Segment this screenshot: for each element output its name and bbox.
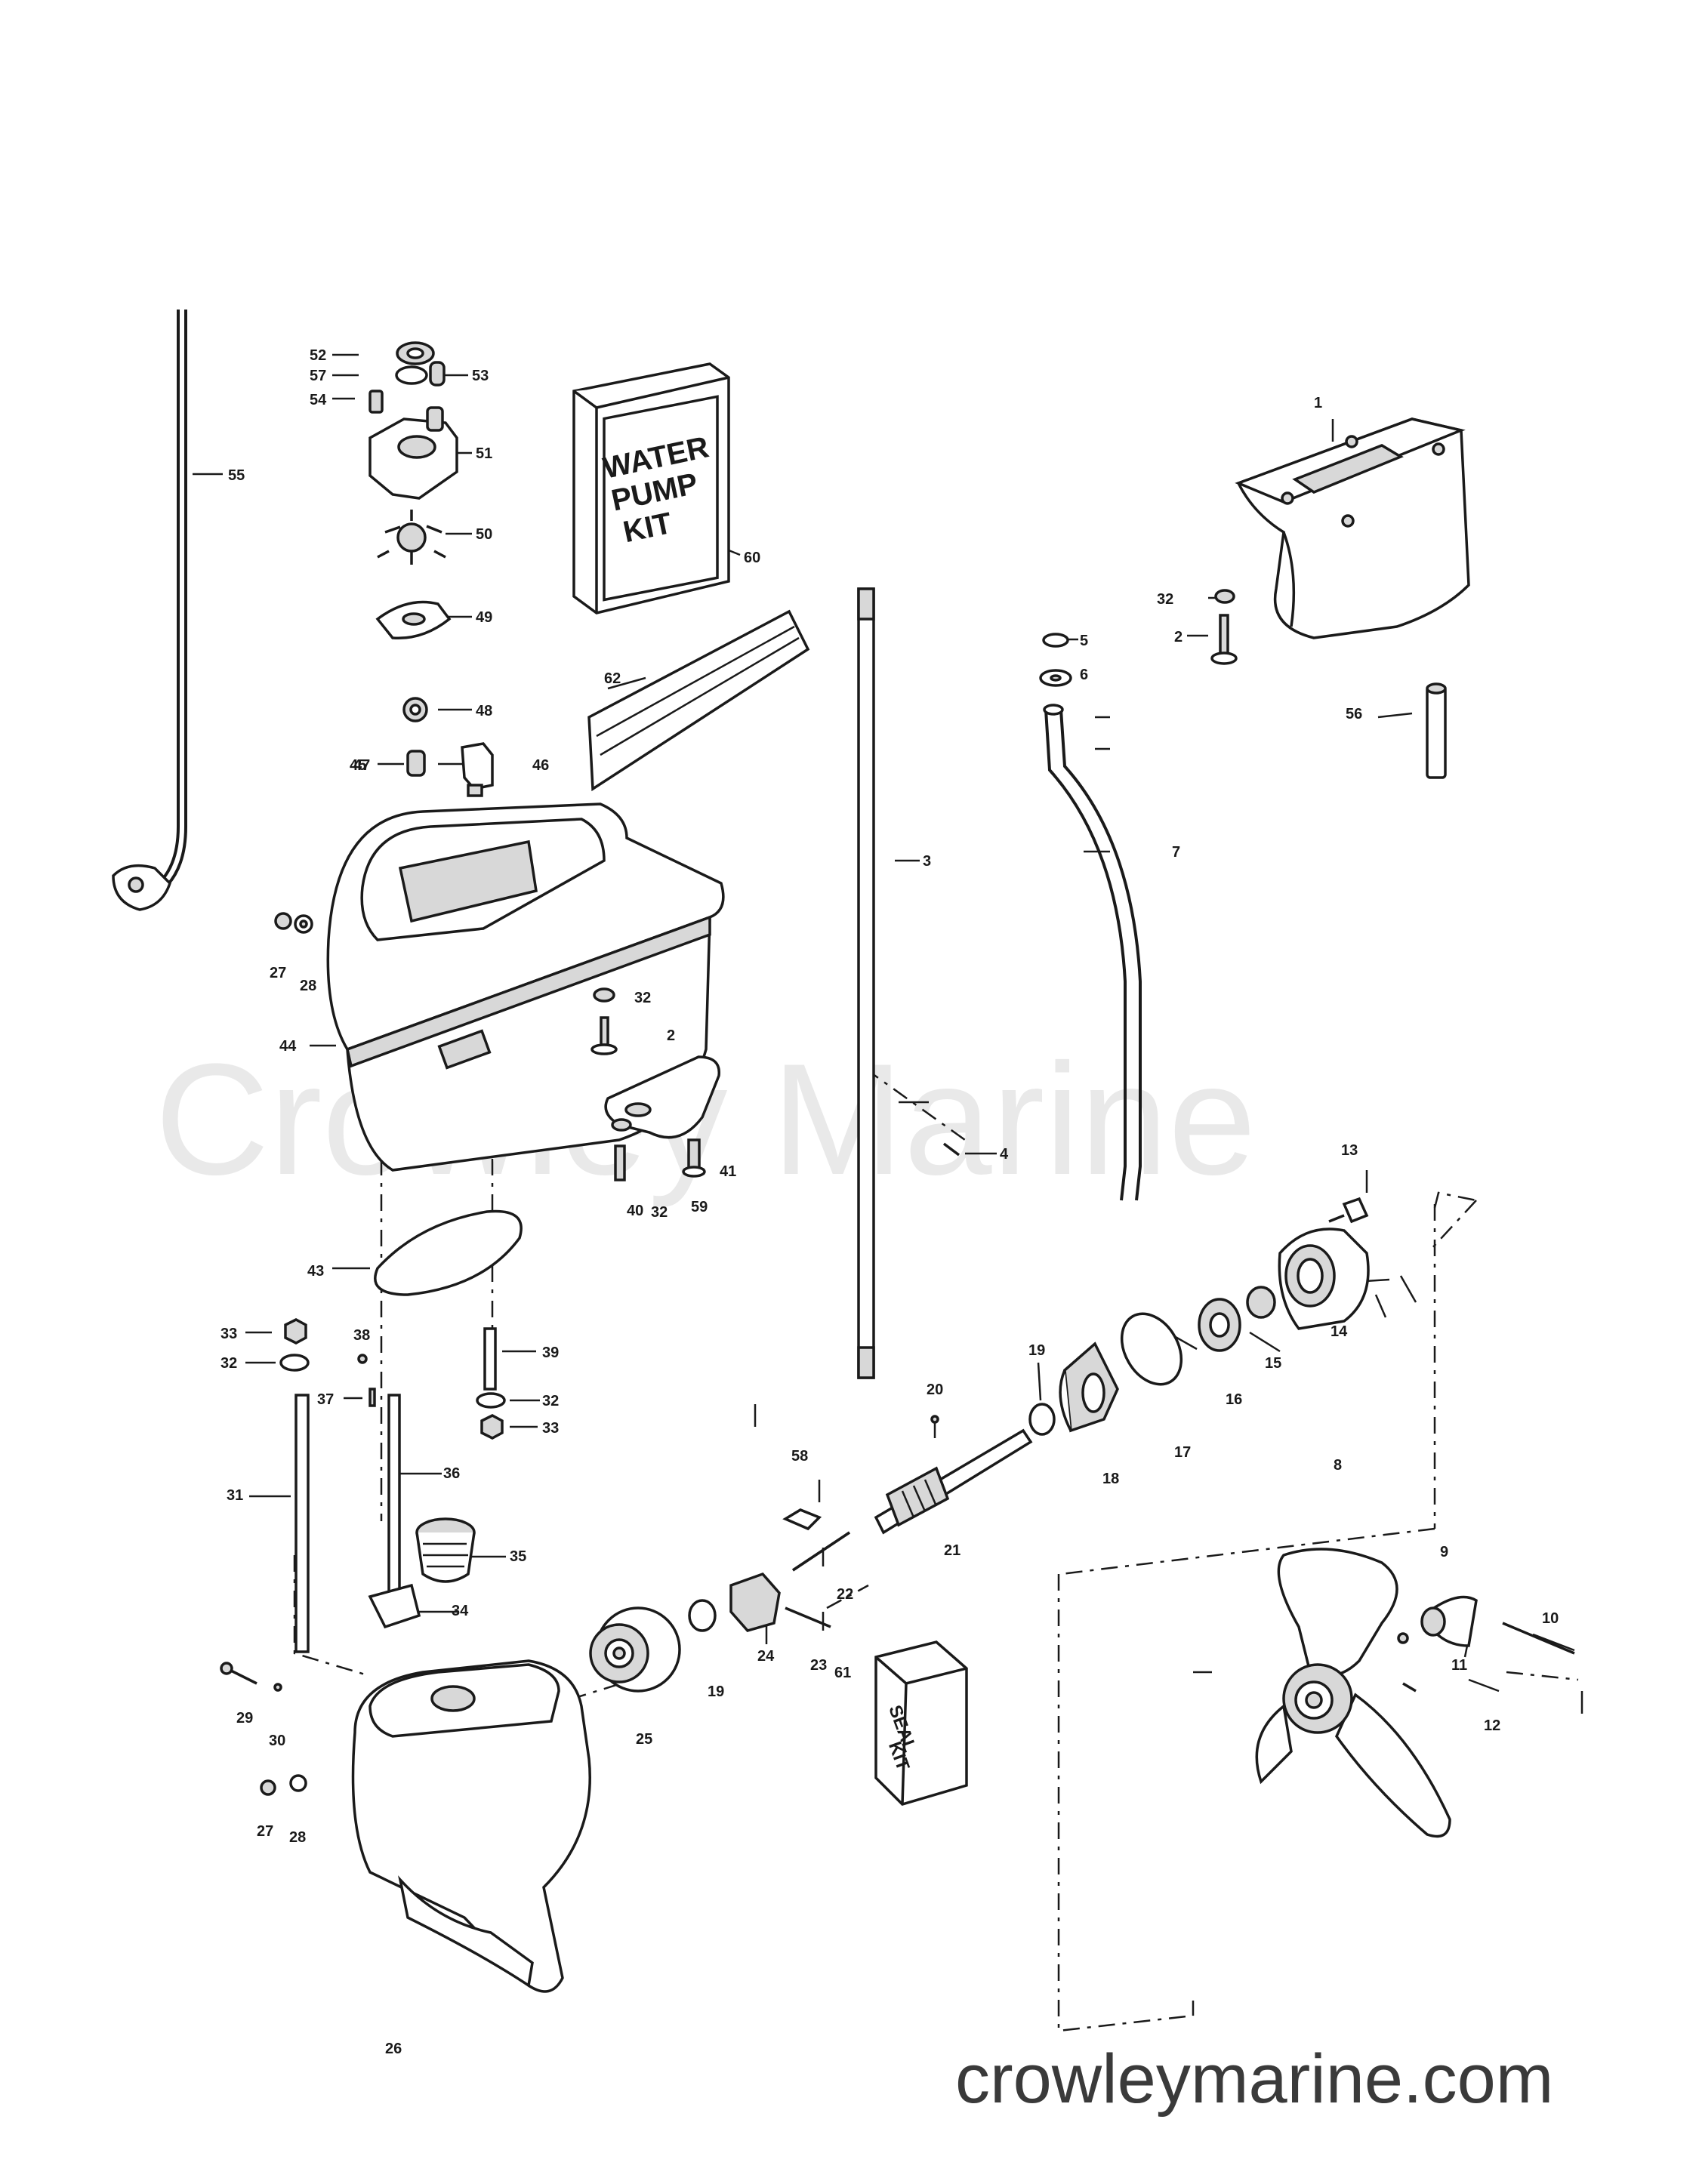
callout-32: 32: [542, 1393, 559, 1409]
part-exhaust-housing: [1210, 417, 1470, 779]
site-url: crowleymarine.com: [955, 2041, 1553, 2118]
callout-59: 59: [691, 1199, 708, 1215]
part-gearcase: [351, 1659, 591, 1993]
callout-53: 53: [472, 368, 489, 384]
callout-48: 48: [476, 703, 492, 719]
callout-5: 5: [1080, 633, 1088, 649]
callout-45: 45: [350, 757, 366, 774]
callout-4: 4: [1000, 1146, 1009, 1163]
callout-32: 32: [1157, 591, 1173, 608]
callout-30: 30: [269, 1733, 285, 1749]
part-bearing-carrier: [1198, 1197, 1370, 1352]
callout-8: 8: [1334, 1457, 1342, 1474]
callout-32: 32: [634, 990, 651, 1006]
callout-36: 36: [443, 1465, 460, 1482]
callout-58: 58: [791, 1448, 808, 1465]
part-driveshaft: [857, 587, 961, 1379]
callout-56: 56: [1346, 706, 1362, 722]
seal-kit-box: SEAL KIT: [874, 1640, 968, 1806]
callout-13: 13: [1341, 1142, 1358, 1159]
part-water-tube: [1039, 633, 1142, 1201]
callout-61: 61: [834, 1665, 851, 1681]
part-water-pump-stack: [368, 341, 494, 797]
callout-7: 7: [1172, 844, 1180, 861]
callout-38: 38: [353, 1327, 370, 1344]
callout-37: 37: [317, 1391, 334, 1408]
part-gasket-strip: [587, 609, 810, 792]
part-reverse-gear: [1028, 1312, 1183, 1436]
callout-3: 3: [923, 853, 931, 870]
part-pinion-gear: [368, 1517, 476, 1629]
callout-28: 28: [289, 1829, 306, 1846]
callout-52: 52: [310, 347, 326, 364]
callout-27: 27: [270, 965, 286, 981]
callout-49: 49: [476, 609, 492, 626]
callout-16: 16: [1226, 1391, 1242, 1408]
callout-17: 17: [1174, 1444, 1191, 1461]
part-studs: [294, 1394, 401, 1653]
callout-32: 32: [651, 1204, 668, 1221]
callout-22: 22: [837, 1586, 853, 1603]
part-screws-mid: [590, 987, 720, 1181]
callout-50: 50: [476, 526, 492, 543]
callout-54: 54: [310, 392, 327, 408]
callout-62: 62: [604, 670, 621, 687]
callout-14: 14: [1331, 1323, 1348, 1340]
callout-12: 12: [1484, 1717, 1500, 1734]
callout-27: 27: [257, 1823, 273, 1840]
callout-40: 40: [627, 1203, 643, 1219]
callout-43: 43: [307, 1263, 324, 1280]
part-thrust-washer-19b: [688, 1599, 717, 1632]
part-forward-gear: [589, 1606, 681, 1693]
callout-18: 18: [1102, 1471, 1119, 1487]
callout-26: 26: [385, 2041, 402, 2057]
callout-10: 10: [1542, 1610, 1559, 1627]
callout-47: 47: [353, 757, 370, 774]
callout-41: 41: [720, 1163, 736, 1180]
callout-19: 19: [708, 1683, 724, 1700]
callout-57: 57: [310, 368, 326, 384]
callout-28: 28: [300, 978, 316, 994]
part-propeller-shaft: [782, 1415, 1033, 1535]
callout-2: 2: [1174, 629, 1183, 645]
callout-46: 46: [532, 757, 549, 774]
part-clutch: [729, 1531, 850, 1632]
callout-6: 6: [1080, 667, 1088, 683]
part-shift-rod: [112, 310, 187, 911]
callout-2: 2: [667, 1027, 675, 1044]
callout-1: 1: [1314, 395, 1322, 411]
callout-35: 35: [510, 1548, 526, 1565]
callout-29: 29: [236, 1710, 253, 1727]
water-pump-kit-box: WATER PUMP KIT: [572, 362, 730, 615]
callout-21: 21: [944, 1542, 961, 1559]
callout-33: 33: [220, 1326, 237, 1342]
callout-55: 55: [228, 467, 245, 484]
part-gearcase-fasteners: [220, 1662, 307, 1796]
part-small-fasteners-left: [279, 1318, 506, 1440]
callout-34: 34: [452, 1603, 469, 1619]
callout-51: 51: [476, 445, 492, 462]
callout-9: 9: [1440, 1544, 1448, 1560]
callout-60: 60: [744, 550, 760, 566]
callout-23: 23: [810, 1657, 827, 1674]
callout-32: 32: [220, 1355, 237, 1372]
part-propeller: [1255, 1548, 1575, 1838]
callout-25: 25: [636, 1731, 652, 1748]
callout-24: 24: [757, 1648, 775, 1665]
callout-11: 11: [1451, 1657, 1467, 1674]
callout-labels: 1 2 2 3 4 5 6 7 8 9 10 11 12 13 14 15 16…: [220, 347, 1559, 2057]
part-washers-27-28-top: [274, 912, 313, 934]
callout-15: 15: [1265, 1355, 1281, 1372]
callout-33: 33: [542, 1420, 559, 1437]
callout-39: 39: [542, 1345, 559, 1361]
part-gasket-ring: [374, 1209, 523, 1296]
callout-19: 19: [1028, 1342, 1045, 1359]
callout-20: 20: [927, 1382, 943, 1398]
callout-44: 44: [279, 1038, 297, 1055]
callout-31: 31: [227, 1487, 243, 1504]
